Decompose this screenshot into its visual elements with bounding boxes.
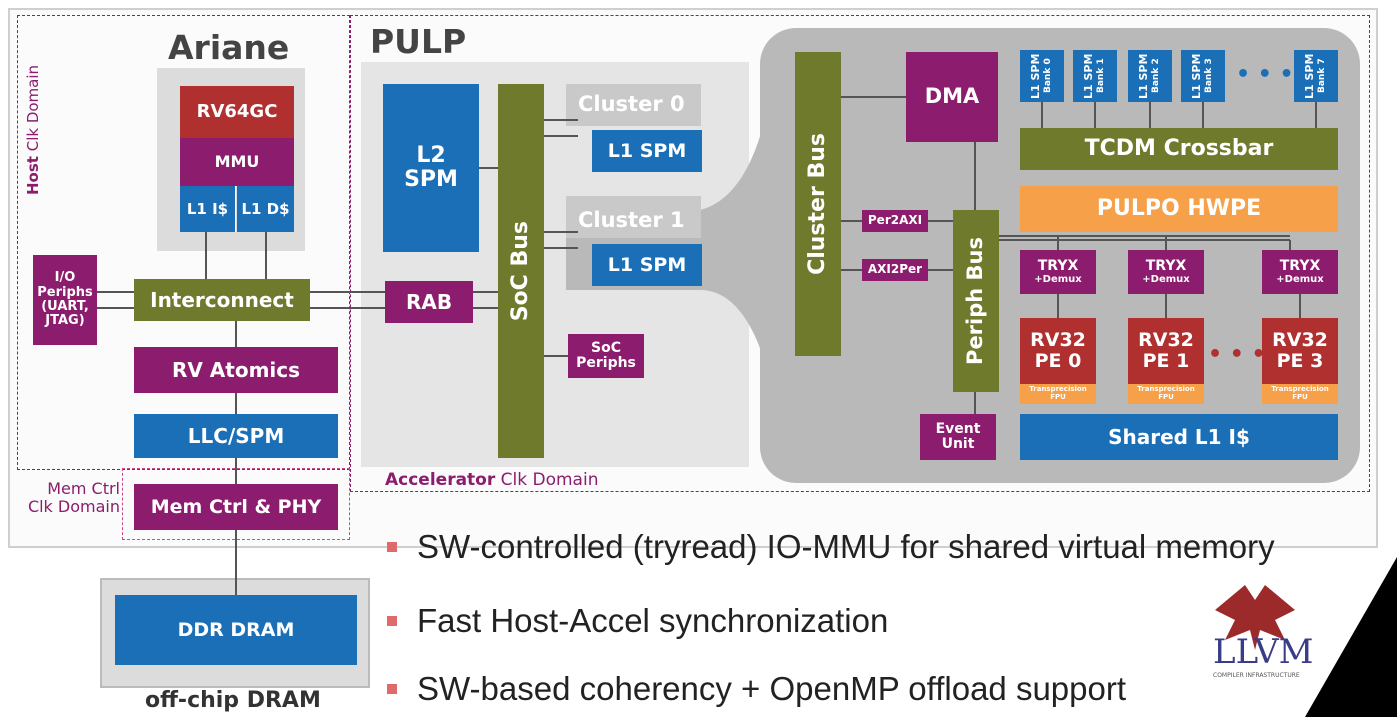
rv64gc-block: RV64GC — [180, 86, 294, 138]
bullet-1: SW-controlled (tryread) IO-MMU for share… — [387, 528, 1275, 566]
l1-spm-bank-3: L1 SPM Bank 3 — [1181, 50, 1225, 102]
bullet-marker — [387, 616, 397, 626]
pe-ellipsis: • • • — [1208, 342, 1266, 367]
bank-ellipsis: • • • — [1236, 62, 1294, 87]
mem-ctrl-clk-domain-label: Mem Ctrl Clk Domain — [27, 479, 120, 517]
periph-bus-block: Periph Bus — [953, 210, 999, 392]
cluster1-l1-spm-block: L1 SPM — [592, 244, 702, 286]
soc-periphs-block: SoC Periphs — [568, 334, 644, 378]
pe-0-fpu: Transprecision FPU — [1020, 384, 1096, 404]
pulp-title: PULP — [370, 22, 467, 61]
l1-spm-bank-1: L1 SPM Bank 1 — [1073, 50, 1117, 102]
cluster0-l1-spm-block: L1 SPM — [592, 130, 702, 172]
ddr-dram-block: DDR DRAM — [115, 595, 357, 665]
bullet-2: Fast Host-Accel synchronization — [387, 602, 888, 640]
mem-ctrl-phy-block: Mem Ctrl & PHY — [134, 484, 338, 530]
tcdm-crossbar-block: TCDM Crossbar — [1020, 128, 1338, 170]
pe-1-block: RV32 PE 1 — [1128, 318, 1204, 384]
axi2per-block: AXI2Per — [862, 259, 928, 281]
interconnect-block: Interconnect — [134, 279, 310, 321]
bullet-marker — [387, 542, 397, 552]
llvm-logo-subtext: COMPILER INFRASTRUCTURE — [1213, 672, 1300, 679]
pe-3-fpu: Transprecision FPU — [1262, 384, 1338, 404]
cluster-bus-block: Cluster Bus — [795, 52, 841, 356]
l1-icache-block: L1 I$ — [180, 186, 236, 232]
bullet-marker — [387, 684, 397, 694]
llvm-logo-text: LLVM — [1213, 632, 1314, 672]
rab-block: RAB — [385, 281, 473, 323]
soc-bus-block: SoC Bus — [498, 84, 544, 458]
mmu-block: MMU — [180, 138, 294, 186]
l2-spm-block: L2 SPM — [383, 84, 479, 252]
shared-l1-icache-block: Shared L1 I$ — [1020, 414, 1338, 460]
l1-dcache-block: L1 D$ — [237, 186, 294, 232]
cluster1-label: Cluster 1 — [578, 208, 685, 232]
l1-spm-bank-7: L1 SPM Bank 7 — [1294, 50, 1338, 102]
tryx-demux-1: TRYX+Demux — [1128, 250, 1204, 294]
rv-atomics-block: RV Atomics — [134, 347, 338, 393]
tryx-demux-0: TRYX+Demux — [1020, 250, 1096, 294]
offchip-dram-label: off-chip DRAM — [145, 688, 321, 713]
accelerator-clk-domain-frame — [350, 15, 1370, 492]
bullet-3: SW-based coherency + OpenMP offload supp… — [387, 670, 1126, 708]
llc-spm-block: LLC/SPM — [134, 414, 338, 458]
host-clk-domain-frame — [17, 15, 350, 470]
accelerator-clk-domain-label: Accelerator Clk Domain — [385, 470, 599, 490]
llvm-logo: LLVM COMPILER INFRASTRUCTURE — [1205, 580, 1314, 690]
l1-spm-bank-2: L1 SPM Bank 2 — [1128, 50, 1172, 102]
cluster0-label: Cluster 0 — [578, 92, 685, 116]
pulpo-hwpe-block: PULPO HWPE — [1020, 186, 1338, 232]
io-periphs-block: I/O Periphs (UART, JTAG) — [33, 255, 97, 345]
dma-block: DMA — [906, 52, 998, 142]
event-unit-block: Event Unit — [920, 414, 996, 460]
per2axi-block: Per2AXI — [862, 210, 928, 232]
tryx-demux-3: TRYX+Demux — [1262, 250, 1338, 294]
pe-3-block: RV32 PE 3 — [1262, 318, 1338, 384]
l1-spm-bank-0: L1 SPM Bank 0 — [1020, 50, 1064, 102]
ariane-title: Ariane — [168, 28, 290, 67]
pe-0-block: RV32 PE 0 — [1020, 318, 1096, 384]
pe-1-fpu: Transprecision FPU — [1128, 384, 1204, 404]
